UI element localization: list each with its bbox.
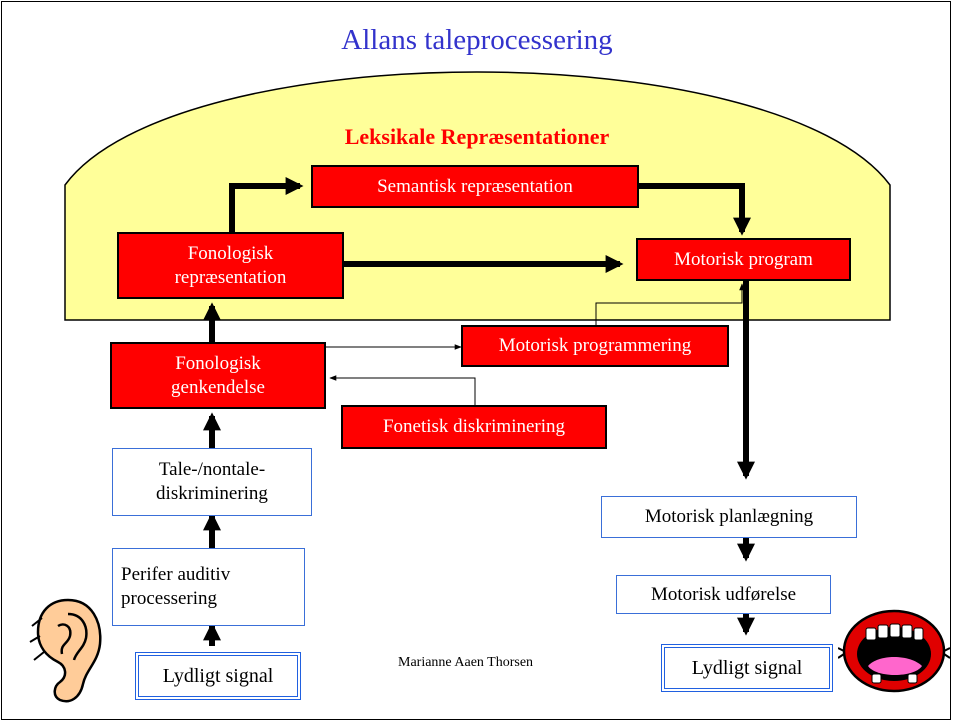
- thin-arrow-motorisk-loop: [595, 283, 745, 325]
- ear-icon: [29, 598, 102, 703]
- lexical-label: Leksikale Repræsentationer: [344, 124, 610, 149]
- fonologisk-rep-line1: Fonologisk: [187, 242, 274, 264]
- slide-title: Allans taleprocessering: [341, 24, 613, 56]
- motorisk-program-box: Motorisk program: [636, 238, 851, 281]
- semantisk-box: Semantisk repræsentation: [311, 165, 639, 208]
- lydligt-signal-out-box: Lydligt signal: [661, 644, 833, 692]
- motorisk-programmering-box: Motorisk programmering: [461, 325, 729, 367]
- thin-arrow-genk-fonetisk: [329, 375, 476, 405]
- footer-author: Marianne Aaen Thorsen: [398, 655, 534, 670]
- udforelse-box: Motorisk udførelse: [616, 575, 831, 614]
- arrow-semantisk-to-motorisk: [639, 183, 751, 236]
- perifer-line1: Perifer auditiv: [121, 564, 231, 586]
- fonologisk-rep-line2: repræsentation: [174, 266, 287, 288]
- fonologisk-rep-box: Fonologisk repræsentation: [117, 232, 344, 299]
- perifer-box: Perifer auditiv processering: [112, 548, 305, 626]
- fonologisk-genk-line2: genkendelse: [171, 376, 265, 398]
- fonologisk-genk-box: Fonologisk genkendelse: [110, 342, 326, 409]
- tale-box: Tale-/nontale- diskriminering: [112, 448, 312, 516]
- lydligt-signal-in-box: Lydligt signal: [135, 652, 301, 700]
- tale-line2: diskriminering: [156, 483, 268, 504]
- mouth-icon: [838, 609, 950, 693]
- fonetisk-box: Fonetisk diskriminering: [341, 405, 607, 449]
- fonologisk-genk-line1: Fonologisk: [175, 352, 261, 374]
- perifer-line2: processering: [121, 588, 218, 609]
- tale-line1: Tale-/nontale-: [158, 459, 266, 481]
- planlaegning-box: Motorisk planlægning: [601, 496, 857, 538]
- arrow-fon-rep-to-semantisk: [229, 177, 304, 232]
